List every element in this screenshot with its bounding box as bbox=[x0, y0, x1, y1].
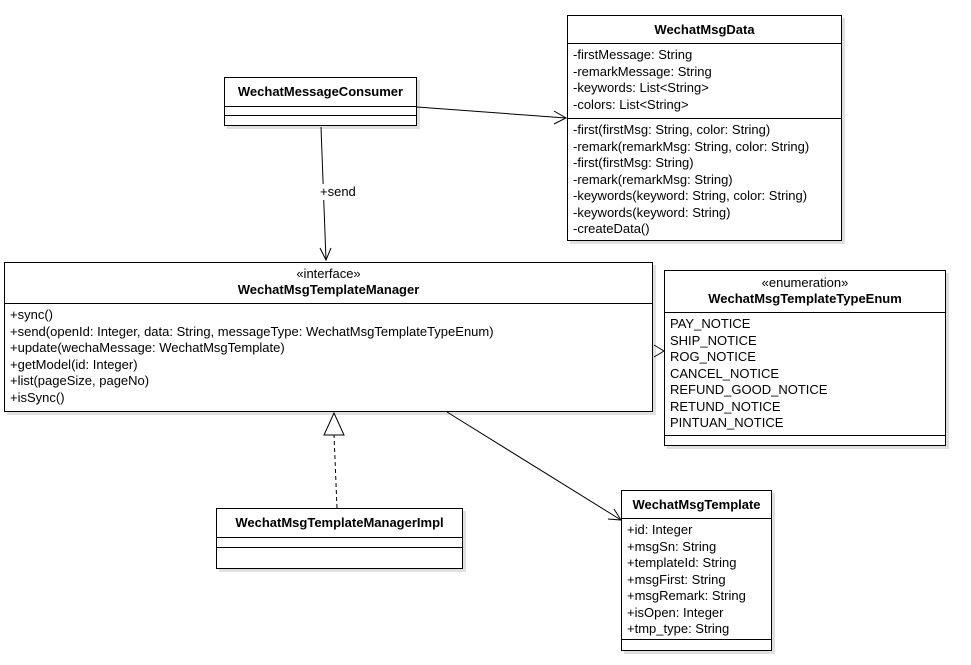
attribute: -remarkMessage: String bbox=[573, 63, 712, 79]
operation: +isSync() bbox=[10, 389, 65, 405]
edge-manager-to-template bbox=[446, 411, 622, 521]
attribute: -keywords: List<String> bbox=[573, 80, 709, 95]
operations-compartment: +sync() +send(openId: Integer, data: Str… bbox=[5, 304, 652, 408]
attribute: +templateId: String bbox=[627, 555, 737, 570]
operation: +sync() bbox=[10, 307, 53, 322]
edge-label-send: +send bbox=[320, 184, 356, 200]
operation: -remark(remarkMsg: String, color: String… bbox=[573, 138, 810, 154]
enum-literal: PAY_NOTICE bbox=[670, 316, 751, 331]
enum-literal: REFUND_GOOD_NOTICE bbox=[670, 382, 828, 397]
operation: -keywords(keyword: String) bbox=[573, 204, 731, 220]
operations-compartment bbox=[665, 436, 945, 445]
enum-wechat-msg-template-type-enum[interactable]: «enumeration» WechatMsgTemplateTypeEnum … bbox=[664, 270, 946, 446]
edge-manager-to-enum bbox=[653, 344, 665, 358]
class-name: WechatMessageConsumer bbox=[237, 84, 404, 99]
attribute: -firstMessage: String bbox=[573, 47, 693, 62]
attribute: +msgFirst: String bbox=[627, 571, 726, 587]
enum-literal: CANCEL_NOTICE bbox=[670, 365, 780, 381]
operation: +send(openId: Integer, data: String, mes… bbox=[10, 323, 494, 339]
attribute: +msgSn: String bbox=[627, 538, 717, 554]
class-name: WechatMsgTemplate bbox=[632, 497, 761, 512]
class-name: WechatMsgTemplateManagerImpl bbox=[235, 515, 444, 530]
enum-literal: SHIP_NOTICE bbox=[670, 332, 757, 348]
class-header: «interface» WechatMsgTemplateManager bbox=[5, 263, 652, 304]
class-header: WechatMsgTemplate bbox=[622, 491, 771, 519]
attributes-compartment: +id: Integer +msgSn: String +templateId:… bbox=[622, 519, 771, 640]
operation: -first(firstMsg: String) bbox=[573, 155, 694, 170]
class-wechat-msg-template-manager-impl[interactable]: WechatMsgTemplateManagerImpl bbox=[216, 508, 463, 569]
enum-literal: RETUND_NOTICE bbox=[670, 398, 781, 414]
operation: +list(pageSize, pageNo) bbox=[10, 373, 150, 388]
class-header: WechatMsgTemplateManagerImpl bbox=[217, 509, 462, 538]
attribute: -colors: List<String> bbox=[573, 96, 689, 112]
stereotype-label: «enumeration» bbox=[761, 275, 849, 290]
operation: -createData() bbox=[573, 221, 650, 236]
attributes-compartment bbox=[217, 538, 462, 548]
operation: +getModel(id: Integer) bbox=[10, 356, 138, 372]
class-header: «enumeration» WechatMsgTemplateTypeEnum bbox=[665, 271, 945, 313]
attribute: +msgRemark: String bbox=[627, 588, 746, 603]
operations-compartment bbox=[217, 548, 462, 568]
class-wechat-message-consumer[interactable]: WechatMessageConsumer bbox=[224, 77, 417, 126]
edge-impl-realizes-manager bbox=[323, 411, 345, 509]
class-header: WechatMsgData bbox=[568, 16, 841, 44]
class-wechat-msg-data[interactable]: WechatMsgData -firstMessage: String -rem… bbox=[567, 15, 842, 241]
operation: -keywords(keyword: String, color: String… bbox=[573, 188, 808, 203]
literals-compartment: PAY_NOTICE SHIP_NOTICE ROG_NOTICE CANCEL… bbox=[665, 313, 945, 436]
stereotype-label: «interface» bbox=[296, 266, 361, 281]
attributes-compartment: -firstMessage: String -remarkMessage: St… bbox=[568, 44, 841, 119]
operation: -first(firstMsg: String, color: String) bbox=[573, 122, 771, 137]
edge-consumer-to-msg-data bbox=[416, 106, 568, 125]
class-name: WechatMsgData bbox=[654, 22, 755, 37]
interface-wechat-msg-template-manager[interactable]: «interface» WechatMsgTemplateManager +sy… bbox=[4, 262, 653, 412]
enum-literal: PINTUAN_NOTICE bbox=[670, 415, 784, 430]
operations-compartment: -first(firstMsg: String, color: String) … bbox=[568, 119, 841, 240]
attribute: +tmp_type: String bbox=[627, 621, 730, 636]
operation: +update(wechaMessage: WechatMsgTemplate) bbox=[10, 340, 285, 355]
attributes-compartment bbox=[225, 107, 416, 116]
class-wechat-msg-template[interactable]: WechatMsgTemplate +id: Integer +msgSn: S… bbox=[621, 490, 772, 651]
operations-compartment bbox=[225, 116, 416, 125]
class-name: WechatMsgTemplateTypeEnum bbox=[708, 291, 902, 306]
class-header: WechatMessageConsumer bbox=[225, 78, 416, 107]
operations-compartment bbox=[622, 640, 771, 650]
attribute: +id: Integer bbox=[627, 522, 693, 537]
class-name: WechatMsgTemplateManager bbox=[237, 282, 420, 297]
attribute: +isOpen: Integer bbox=[627, 604, 724, 620]
enum-literal: ROG_NOTICE bbox=[670, 349, 756, 364]
operation: -remark(remarkMsg: String) bbox=[573, 171, 733, 187]
